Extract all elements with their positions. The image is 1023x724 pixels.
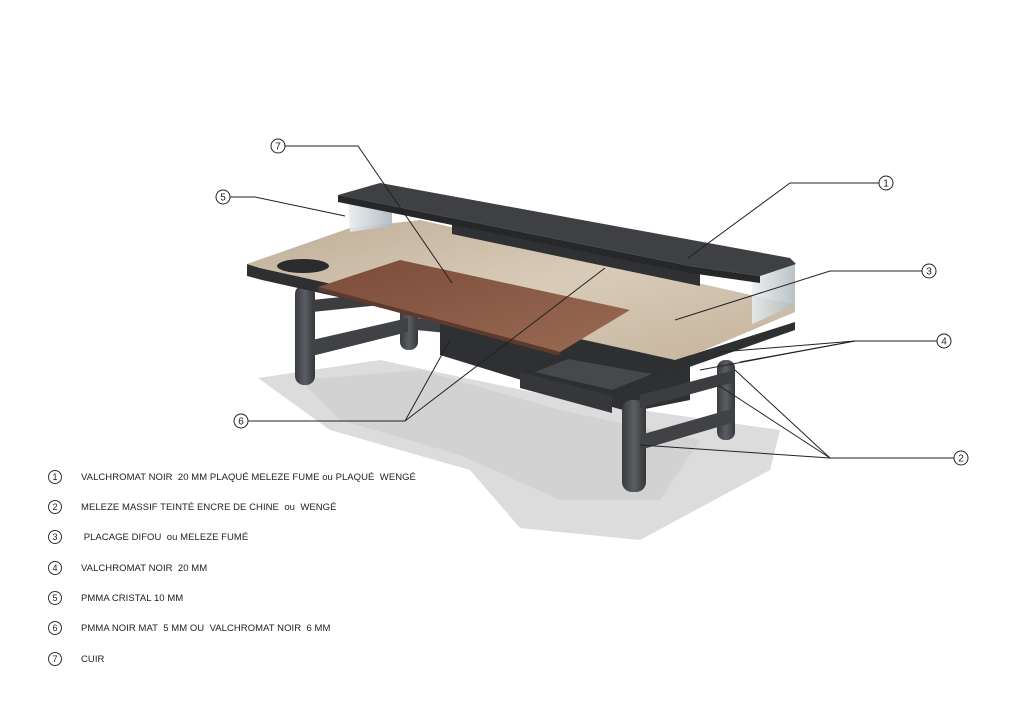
- legend-number-1: 1: [48, 470, 62, 484]
- legend-item-1: 1 VALCHROMAT NOIR 20 MM PLAQUÉ MELEZE FU…: [48, 468, 416, 486]
- legend-number-3: 3: [48, 530, 62, 544]
- legend-text-4: VALCHROMAT NOIR 20 MM: [81, 562, 208, 574]
- legend-text-2: MELEZE MASSIF TEINTÉ ENCRE DE CHINE ou W…: [81, 501, 337, 513]
- callout-3-label: 3: [926, 267, 932, 278]
- cup-cutout: [277, 259, 329, 273]
- callout-4: 4: [936, 333, 952, 349]
- right-leg-frame: [622, 370, 735, 492]
- callout-4-label: 4: [941, 337, 947, 348]
- legend-text-1: VALCHROMAT NOIR 20 MM PLAQUÉ MELEZE FUME…: [81, 471, 416, 483]
- legend-number-5: 5: [48, 591, 62, 605]
- callout-5: 5: [215, 189, 231, 205]
- legend-text-5: PMMA CRISTAL 10 MM: [81, 592, 184, 604]
- legend-item-2: 2 MELEZE MASSIF TEINTÉ ENCRE DE CHINE ou…: [48, 498, 337, 516]
- legend-number-2: 2: [48, 500, 62, 514]
- glass-support-right: [752, 262, 795, 324]
- legend-item-3: 3 PLACAGE DIFOU ou MELEZE FUMÉ: [48, 528, 248, 546]
- legend-number-4: 4: [48, 561, 62, 575]
- legend-number-7: 7: [48, 652, 62, 666]
- callout-2-label: 2: [958, 454, 964, 465]
- callout-6: 6: [233, 413, 249, 429]
- callout-3: 3: [921, 263, 937, 279]
- leader-lines: [230, 145, 954, 459]
- callout-7: 7: [270, 138, 286, 154]
- upper-shelf: [338, 183, 796, 276]
- legend-text-3: PLACAGE DIFOU ou MELEZE FUMÉ: [81, 531, 249, 543]
- callout-5-label: 5: [220, 193, 226, 204]
- legend-text-7: CUIR: [81, 653, 105, 665]
- legend-item-6: 6 PMMA NOIR MAT 5 MM OU VALCHROMAT NOIR …: [48, 619, 330, 637]
- callout-1: 1: [878, 175, 894, 191]
- upper-shelf-edge: [338, 195, 760, 283]
- callout-2: 2: [953, 450, 969, 466]
- callout-1-label: 1: [883, 179, 889, 190]
- legend-number-6: 6: [48, 621, 62, 635]
- legend-item-4: 4 VALCHROMAT NOIR 20 MM: [48, 559, 207, 577]
- drawer: [520, 352, 665, 413]
- callout-7-label: 7: [275, 142, 281, 153]
- legend-text-6: PMMA NOIR MAT 5 MM OU VALCHROMAT NOIR 6 …: [81, 622, 331, 634]
- legend-item-7: 7 CUIR: [48, 650, 104, 668]
- leather-pad: [318, 260, 630, 352]
- floor-shadow-inner: [300, 370, 700, 500]
- callout-6-label: 6: [238, 417, 244, 428]
- legend-item-5: 5 PMMA CRISTAL 10 MM: [48, 589, 183, 607]
